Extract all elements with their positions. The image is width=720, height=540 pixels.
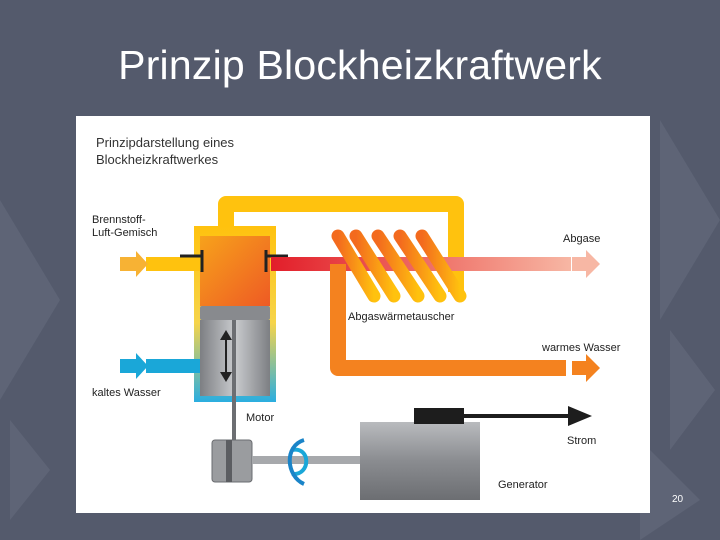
warm-water-output-arrow — [572, 354, 600, 382]
warm-water-pipe — [330, 264, 566, 376]
flywheel-slot — [226, 440, 232, 482]
exhaust-pipe — [218, 196, 464, 292]
warm-water-label: warmes Wasser — [541, 342, 621, 354]
page-number: 20 — [672, 494, 684, 505]
heat-exchanger-label: Abgaswärmetauscher — [348, 311, 455, 323]
chp-principle-diagram: Prinzipdarstellung eines Blockheizkraftw… — [76, 116, 650, 513]
combustion-chamber — [200, 236, 270, 306]
rotation-icon — [291, 447, 309, 476]
piston-head — [200, 306, 270, 320]
up-arrow-icon — [220, 330, 232, 340]
intake-pipe — [146, 257, 201, 271]
cold-water-pipe — [146, 359, 201, 373]
cold-water-label: kaltes Wasser — [92, 387, 161, 399]
fuel-air-label-line2: Luft-Gemisch — [92, 227, 157, 239]
generator-terminal — [414, 408, 464, 424]
generator-label: Generator — [498, 479, 548, 491]
connecting-rod — [232, 320, 236, 470]
diagram-heading-line1: Prinzipdarstellung eines — [96, 135, 235, 150]
exhaust-output-arrow — [572, 250, 600, 278]
fuel-air-input-arrow — [120, 251, 148, 277]
rotation-icon-back — [287, 438, 306, 486]
exhaust-label: Abgase — [563, 233, 600, 245]
down-arrow-icon — [220, 372, 232, 382]
heat-exchanger-coil — [331, 229, 467, 303]
engine-label: Motor — [246, 412, 274, 424]
intake-valve — [180, 250, 204, 272]
generator — [360, 422, 480, 500]
slide-title: Prinzip Blockheizkraftwerk — [118, 42, 602, 88]
fuel-air-label-line1: Brennstoff- — [92, 214, 146, 226]
cold-water-input-arrow — [120, 353, 148, 379]
diagram-heading-line2: Blockheizkraftwerkes — [96, 152, 219, 167]
exhaust-valve — [264, 250, 288, 272]
electricity-arrow — [568, 406, 592, 426]
electricity-label: Strom — [567, 435, 596, 447]
